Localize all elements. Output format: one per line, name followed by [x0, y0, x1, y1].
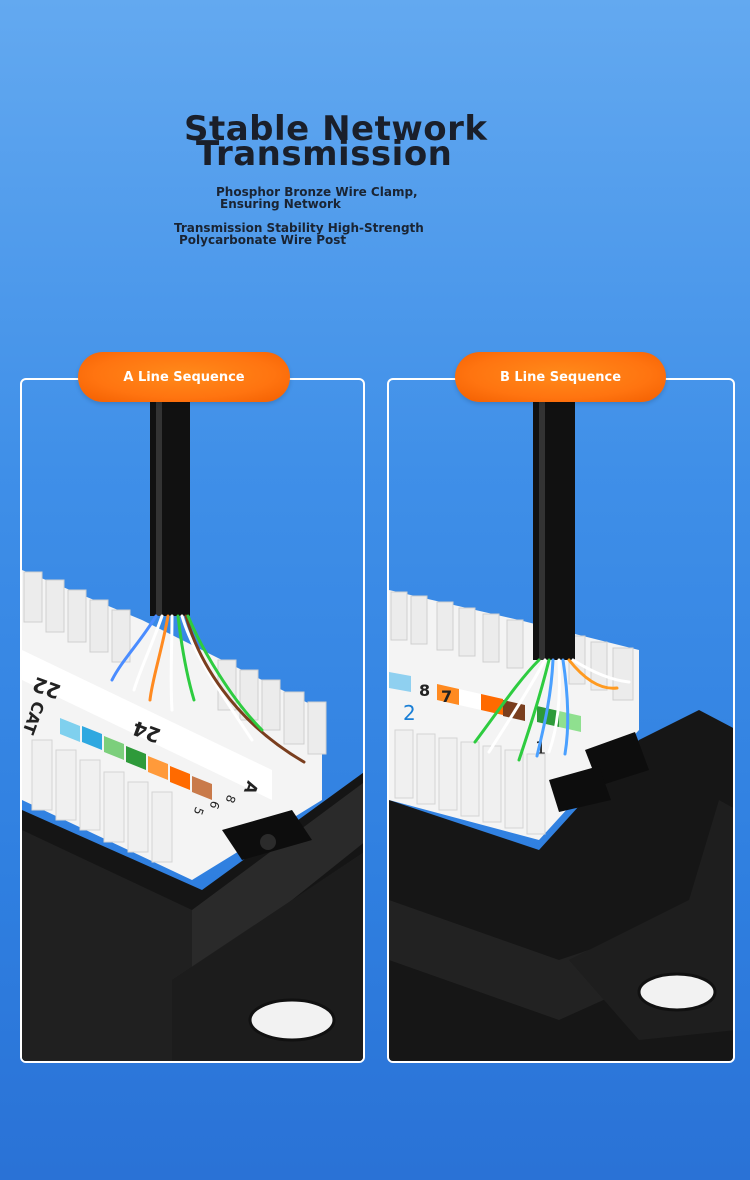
- panel-b-illustration: 8 7 2 1: [389, 380, 733, 1061]
- label-strip: [22, 650, 272, 800]
- idc-teeth-back-b: [390, 591, 634, 701]
- subtitle-line-4: Polycarbonate Wire Post: [179, 233, 347, 247]
- pin-digit-6: 6: [207, 799, 223, 811]
- idc-teeth-front-b: [394, 729, 546, 835]
- subtitle-line-3: Transmission Stability High-Strength: [174, 221, 424, 235]
- port-number: 2: [403, 701, 416, 725]
- panel-a-frame: 22 24 CAT A 8 6 5: [20, 378, 365, 1063]
- page-title-line-1: Stable Network: [184, 109, 488, 149]
- page-title-line-2: Transmission: [196, 134, 453, 174]
- twisted-pair-wires: [110, 614, 306, 764]
- idc-teeth-front: [31, 739, 173, 863]
- b-line-sequence-label: B Line Sequence: [455, 352, 666, 402]
- idc-teeth-back: [23, 571, 327, 755]
- pin-digit-5: 5: [191, 805, 207, 817]
- mounting-hole-b: [637, 972, 717, 1012]
- panel-b-frame: 8 7 2 1: [387, 378, 735, 1063]
- subtitle-line-2: Ensuring Network: [220, 197, 341, 211]
- panel-a-illustration: 22 24 CAT A 8 6 5: [22, 380, 363, 1061]
- pin-digit-1-b: 1: [535, 738, 546, 759]
- mounting-hole: [248, 998, 336, 1042]
- pin-digit-8-b: 8: [419, 681, 430, 700]
- pin-digit-7-b: 7: [441, 687, 452, 706]
- color-code-strip: [60, 718, 212, 800]
- twisted-pair-wires-b: [473, 658, 631, 762]
- a-line-sequence-label: A Line Sequence: [78, 352, 290, 402]
- pin-digit-8: 8: [223, 793, 239, 805]
- subtitle-line-1: Phosphor Bronze Wire Clamp,: [216, 185, 418, 199]
